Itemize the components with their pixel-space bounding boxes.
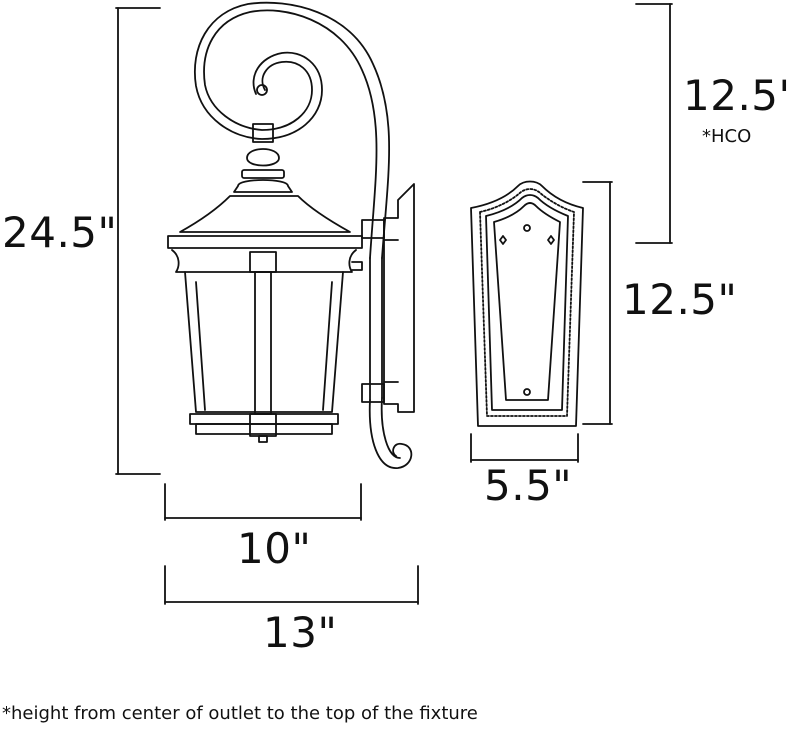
lantern-side-view [167,1,415,469]
hco-mark-label: *HCO [702,126,752,147]
overall-height-label: 24.5" [2,208,118,257]
overall-depth-bracket [164,565,419,605]
overall-height-bracket [115,7,161,475]
backplate-height-bracket [582,181,613,425]
backplate-front-view [470,180,584,427]
hco-bracket [635,3,673,244]
hco-height-label: 12.5" [683,71,789,120]
overall-depth-label: 13" [263,608,338,657]
lantern-width-bracket [164,483,362,521]
backplate-height-label: 12.5" [622,275,738,324]
backplate-width-bracket [470,433,579,463]
footnote: *height from center of outlet to the top… [2,703,478,724]
lantern-width-label: 10" [237,524,312,573]
backplate-width-label: 5.5" [484,461,573,510]
